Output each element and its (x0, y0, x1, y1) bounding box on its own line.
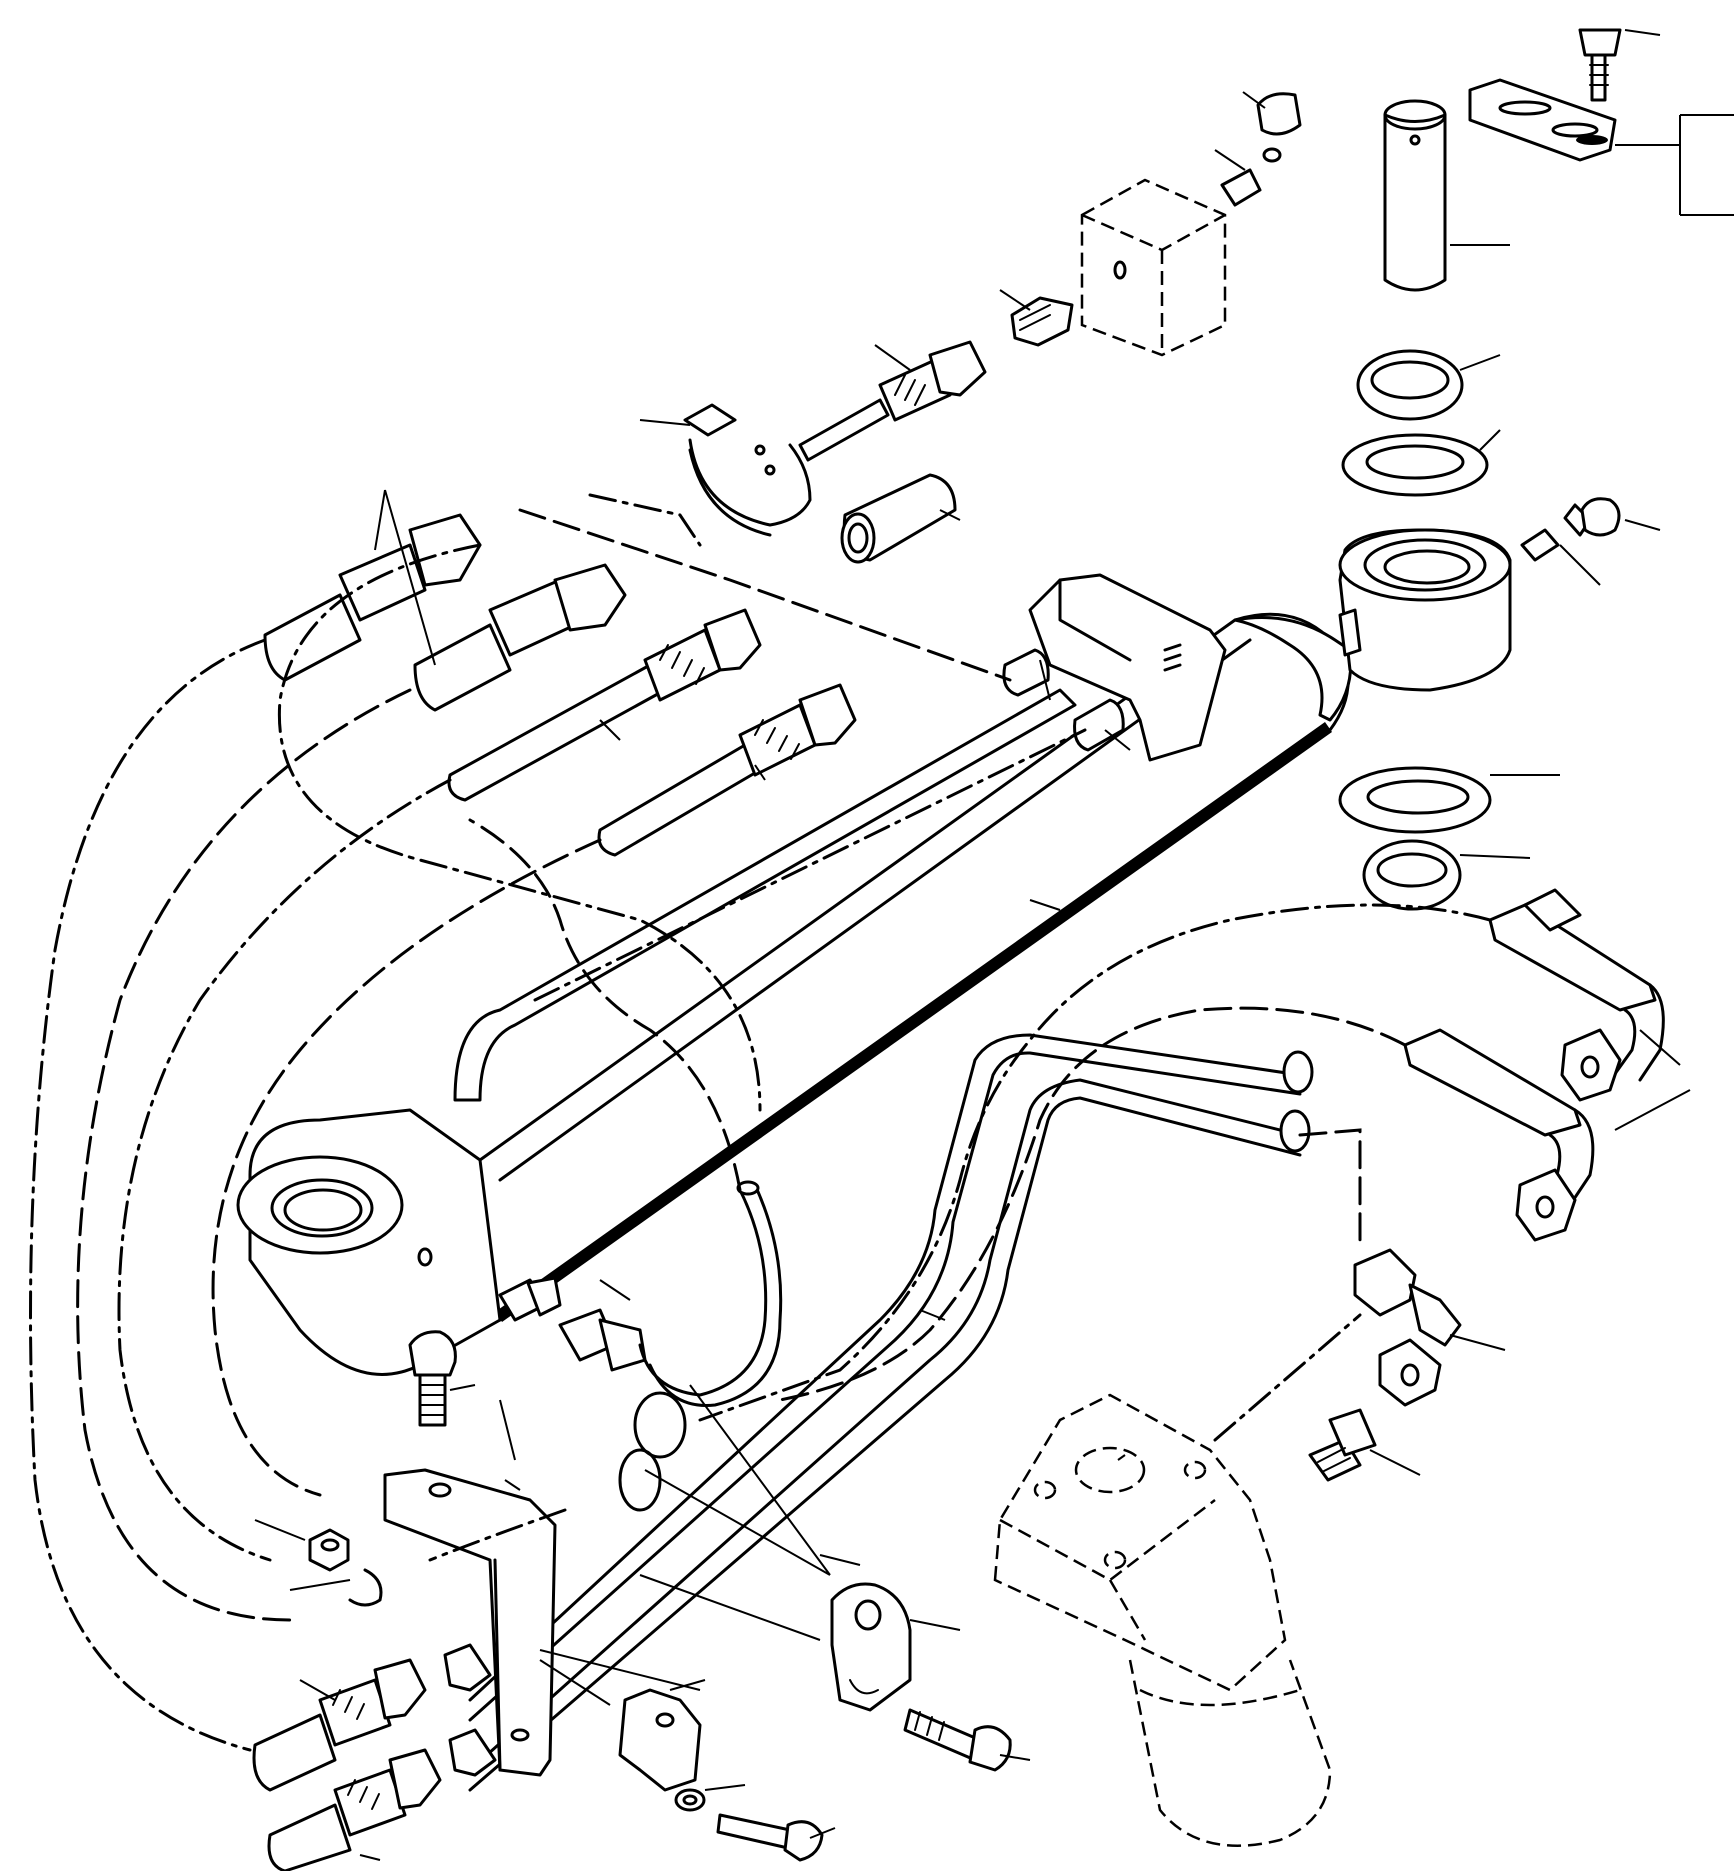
steering-cylinder (236, 528, 1512, 1376)
bracket-line (1615, 114, 1734, 216)
lower-hose-ends (252, 1658, 442, 1871)
steel-tubes (468, 1033, 1314, 1792)
lower-bracket (308, 1330, 1012, 1862)
valve-fittings (1308, 1248, 1462, 1482)
pivot-pin-assembly (1338, 28, 1622, 911)
steering-valve (993, 1393, 1332, 1847)
left-hose-ends (263, 513, 857, 857)
hose-routes (29, 493, 1492, 1752)
top-fittings (683, 92, 1302, 564)
leader-lines (254, 29, 1691, 1861)
right-elbow-tubes (1403, 888, 1665, 1242)
cylinder-fittings (498, 648, 1125, 1407)
